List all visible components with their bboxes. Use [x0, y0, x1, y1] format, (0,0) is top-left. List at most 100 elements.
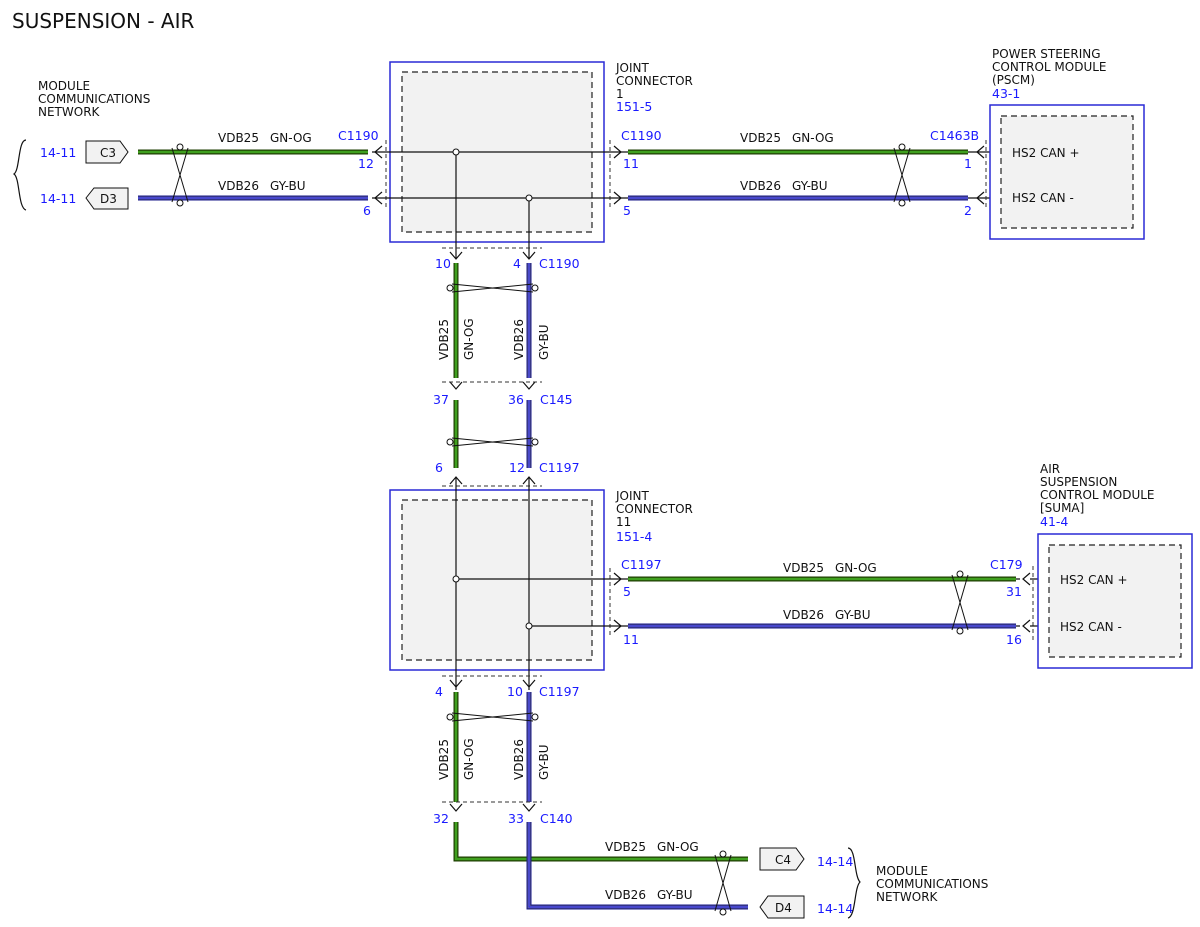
- svg-text:NETWORK: NETWORK: [38, 105, 101, 119]
- svg-text:(PSCM): (PSCM): [992, 73, 1035, 87]
- flag-d3: [85, 187, 129, 210]
- connector-arrow: [613, 572, 622, 633]
- flag-c3-label: C3: [100, 146, 116, 160]
- pin-6-c1197: 6: [435, 460, 443, 475]
- wire-label-vdb25: VDB25: [740, 131, 781, 145]
- pscm-ref[interactable]: 43-1: [992, 86, 1020, 101]
- pin-5-c1197: 5: [623, 584, 631, 599]
- connector-c1197-ref-bottom[interactable]: C1197: [539, 684, 580, 699]
- joint-connector-11-inner: [401, 499, 593, 661]
- twisted-pair-symbol: [893, 147, 911, 203]
- svg-text:CONNECTOR: CONNECTOR: [616, 74, 693, 88]
- connector-arrow: [449, 381, 536, 390]
- connector-c1197-ref-top[interactable]: C1197: [539, 460, 580, 475]
- pin-31: 31: [1006, 584, 1022, 599]
- flag-c4: [759, 847, 805, 871]
- wire-label-gy-bu: GY-BU: [792, 179, 828, 193]
- svg-text:CONTROL MODULE: CONTROL MODULE: [1040, 488, 1155, 502]
- wire-label-gy-bu: GY-BU: [657, 888, 693, 902]
- connector-c145-ref[interactable]: C145: [540, 392, 573, 407]
- network-brace-top: [12, 139, 27, 211]
- splice-point: [452, 575, 460, 583]
- suma-module-inner: [1048, 544, 1182, 658]
- suma-label: AIR SUSPENSION CONTROL MODULE [SUMA]: [1040, 462, 1155, 515]
- twisted-pair-symbol: [451, 712, 534, 722]
- net-ref-d4[interactable]: 14-14: [817, 901, 853, 916]
- wire-vdb25-bottom: [453, 822, 748, 862]
- wire-label-gn-og: GN-OG: [270, 131, 312, 145]
- page-title: SUSPENSION - AIR: [12, 9, 194, 33]
- pscm-pin-can-plus: HS2 CAN +: [1012, 146, 1080, 160]
- suma-ref[interactable]: 41-4: [1040, 514, 1068, 529]
- pin-32: 32: [433, 811, 449, 826]
- splice-point: [525, 622, 533, 630]
- pin-36: 36: [508, 392, 524, 407]
- wire-label-gy-bu: GY-BU: [270, 179, 306, 193]
- flag-c3: [85, 140, 129, 164]
- pin-11-c1197: 11: [623, 632, 639, 647]
- wire-label-vdb25: VDB25: [437, 739, 451, 780]
- wire-label-vdb25: VDB25: [783, 561, 824, 575]
- joint-connector-11-ref[interactable]: 151-4: [616, 529, 652, 544]
- wire-label-gy-bu: GY-BU: [835, 608, 871, 622]
- connector-arrow: [449, 803, 536, 812]
- net-ref-c3[interactable]: 14-11: [40, 145, 76, 160]
- pin-6: 6: [363, 203, 371, 218]
- wire-label-gn-og: GN-OG: [792, 131, 834, 145]
- svg-text:JOINT: JOINT: [615, 61, 650, 75]
- pin-12: 12: [358, 156, 374, 171]
- joint-connector-1-label: JOINT CONNECTOR 1: [615, 61, 693, 101]
- svg-text:COMMUNICATIONS: COMMUNICATIONS: [38, 92, 150, 106]
- network-brace-bottom: [847, 847, 861, 919]
- twisted-pair-symbol: [171, 147, 189, 203]
- connector-c1190-ref[interactable]: C1190: [338, 128, 379, 143]
- connector-c179-ref[interactable]: C179: [990, 557, 1023, 572]
- twisted-pair-symbol: [451, 437, 534, 447]
- pin-2: 2: [964, 203, 972, 218]
- wire-label-gy-bu: GY-BU: [537, 324, 551, 360]
- svg-text:POWER STEERING: POWER STEERING: [992, 47, 1101, 61]
- flag-c4-label: C4: [775, 853, 791, 867]
- joint-connector-1-ref[interactable]: 151-5: [616, 99, 652, 114]
- network-label-top: MODULE COMMUNICATIONS NETWORK: [38, 79, 150, 119]
- wire-vdb26-bottom: [526, 822, 748, 910]
- connector-arrow: [449, 251, 536, 260]
- suma-pin-can-plus: HS2 CAN +: [1060, 573, 1128, 587]
- svg-text:CONTROL MODULE: CONTROL MODULE: [992, 60, 1107, 74]
- flag-d4-label: D4: [775, 901, 792, 915]
- splice-point: [525, 194, 533, 202]
- connector-c1190-ref-bottom[interactable]: C1190: [539, 256, 580, 271]
- flag-d4: [759, 895, 805, 919]
- svg-text:SUSPENSION: SUSPENSION: [1040, 475, 1117, 489]
- svg-text:CONNECTOR: CONNECTOR: [616, 502, 693, 516]
- svg-text:AIR: AIR: [1040, 462, 1060, 476]
- connector-c140-ref[interactable]: C140: [540, 811, 573, 826]
- suma-pin-can-minus: HS2 CAN -: [1060, 620, 1122, 634]
- connector-c1463b-ref[interactable]: C1463B: [930, 128, 979, 143]
- net-ref-c4[interactable]: 14-14: [817, 854, 853, 869]
- connector-c1190-ref-right[interactable]: C1190: [621, 128, 662, 143]
- svg-text:[SUMA]: [SUMA]: [1040, 501, 1084, 515]
- pin-4: 4: [513, 256, 521, 271]
- network-label-bottom: MODULE COMMUNICATIONS NETWORK: [876, 864, 988, 904]
- wire-label-gy-bu: GY-BU: [537, 744, 551, 780]
- net-ref-d3[interactable]: 14-11: [40, 191, 76, 206]
- wire-label-vdb26: VDB26: [218, 179, 259, 193]
- connector-arrow: [449, 679, 536, 688]
- svg-text:COMMUNICATIONS: COMMUNICATIONS: [876, 877, 988, 891]
- connector-arrow: [1022, 572, 1031, 633]
- pin-10-c1197: 10: [507, 684, 523, 699]
- pscm-module-inner: [1000, 115, 1134, 229]
- connector-c1197-ref-right[interactable]: C1197: [621, 557, 662, 572]
- pin-4-c1197: 4: [435, 684, 443, 699]
- connector-arrow: [976, 145, 985, 205]
- connector-arrow: [613, 145, 622, 205]
- svg-text:NETWORK: NETWORK: [876, 890, 939, 904]
- pin-12-c1197: 12: [509, 460, 525, 475]
- wire-label-vdb26: VDB26: [740, 179, 781, 193]
- pin-10: 10: [435, 256, 451, 271]
- wire-label-gn-og: GN-OG: [835, 561, 877, 575]
- wire-label-vdb26: VDB26: [512, 319, 526, 360]
- wire-label-vdb26: VDB26: [605, 888, 646, 902]
